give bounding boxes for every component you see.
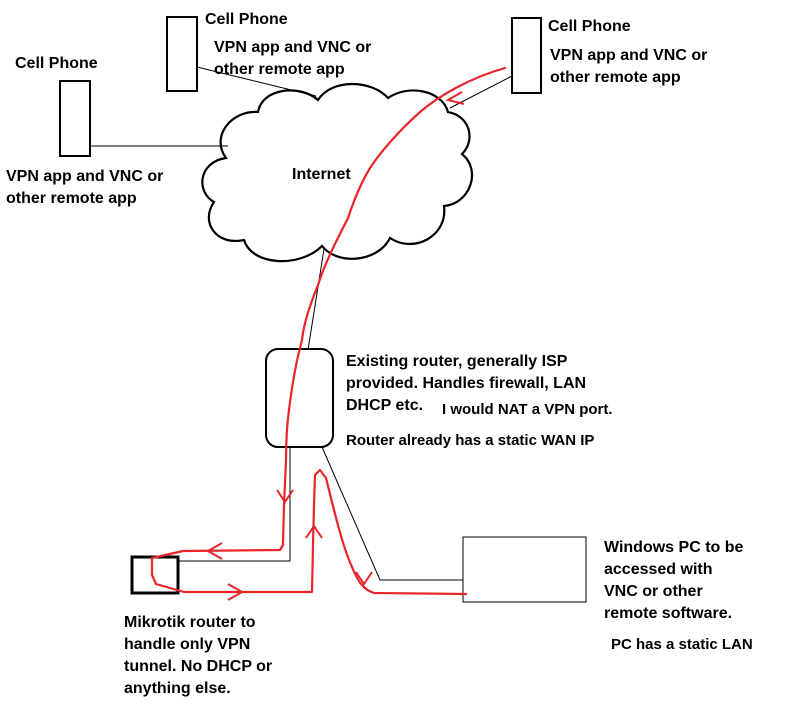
phone-right-title: Cell Phone [548,18,631,35]
vpn-arrow-phone [445,91,465,105]
cell-phone-middle [166,16,198,92]
vpn-arrow-down [276,489,294,504]
existing-router [265,348,334,448]
phone-left-caption: VPN app and VNC or other remote app [6,168,164,207]
link-router-mikrotik [179,447,291,562]
cell-phone-right [511,17,542,94]
link-phone-middle-internet [196,66,317,97]
router-static-note: Router already has a static WAN IP [346,432,595,449]
vpn-arrow-left [205,542,223,560]
phone-middle-caption: VPN app and VNC or other remote app [214,39,372,78]
existing-router-caption: Existing router, generally ISP provided.… [346,353,587,414]
vpn-path [150,66,507,596]
mikrotik-router [130,555,180,595]
mikrotik-caption: Mikrotik router to handle only VPN tunne… [124,614,273,697]
phone-middle-title: Cell Phone [205,11,288,28]
windows-pc [462,536,587,603]
router-nat-note: I would NAT a VPN port. [442,401,613,418]
internet-label: Internet [292,166,351,183]
link-internet-router [307,248,325,351]
phone-right-caption: VPN app and VNC or other remote app [550,47,708,86]
phone-left-title: Cell Phone [15,55,98,72]
link-router-pc [321,446,463,581]
windows-pc-caption: Windows PC to be accessed with VNC or ot… [604,539,744,622]
internet-cloud [201,82,473,263]
pc-static-note: PC has a static LAN [611,636,753,653]
vpn-arrow-up [305,524,323,539]
cell-phone-left [59,80,91,157]
vpn-arrow-right [227,583,245,601]
vpn-arrow-down-pc [355,571,373,586]
